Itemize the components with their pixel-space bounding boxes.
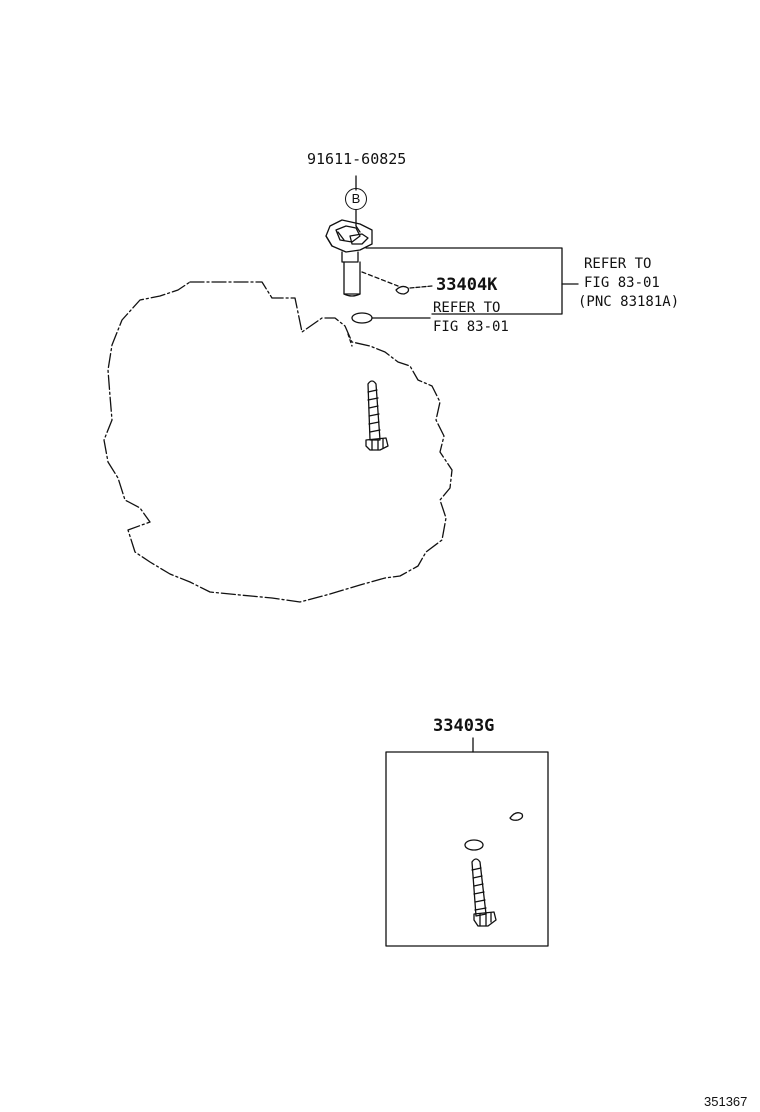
- oring-refer-line2: FIG 83-01: [433, 319, 509, 335]
- illustration-code: 351367: [704, 1094, 748, 1109]
- sensor-part-number: 33404K: [436, 275, 498, 295]
- sensor-oring-leader: [409, 285, 433, 289]
- torque-mark-circle: B: [345, 188, 367, 210]
- sensor-refer-line2: FIG 83-01: [584, 275, 660, 291]
- torque-mark-letter: B: [351, 191, 361, 206]
- kit-box: [385, 751, 549, 947]
- sensor-oring-dashed-line: [361, 271, 399, 287]
- bolt-part-number: 91611-60825: [307, 150, 407, 168]
- driven-gear-drawing: [365, 380, 389, 451]
- kit-part-number: 33403G: [433, 716, 495, 736]
- kit-large-oring-drawing: [464, 839, 484, 851]
- sensor-refer-bracket: [365, 247, 563, 315]
- speed-sensor-drawing: [325, 219, 373, 297]
- oring-refer-line1: REFER TO: [433, 300, 501, 316]
- sensor-case-dashed-line: [347, 333, 353, 347]
- large-oring-drawing: [351, 312, 373, 324]
- kit-small-oring-drawing: [509, 812, 524, 821]
- kit-driven-gear-drawing: [471, 858, 497, 927]
- sensor-refer-line1: REFER TO: [584, 256, 652, 272]
- sensor-refer-line3: (PNC 83181A): [578, 294, 680, 310]
- sensor-oring-drawing: [395, 285, 410, 295]
- transmission-case-outline: [103, 281, 453, 603]
